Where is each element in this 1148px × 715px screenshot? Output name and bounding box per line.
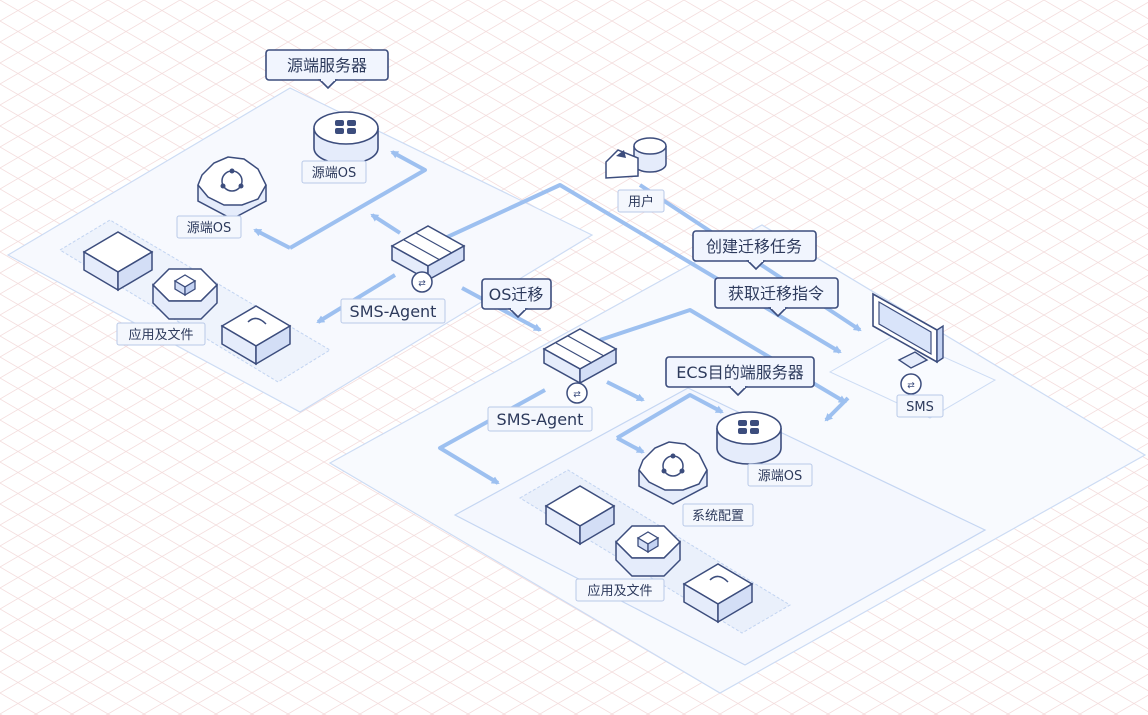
create-task-callout: 创建迁移任务 [692, 230, 817, 271]
dest-folder-icon [544, 485, 616, 546]
arrow-dst-agent-down [606, 380, 645, 402]
dst-os-tag: 源端OS [747, 463, 813, 487]
arrow-to-sys-config [616, 436, 645, 454]
source-server-label: 源端服务器 [287, 56, 367, 75]
dst-app-files-tag: 应用及文件 [575, 578, 665, 602]
os-migration-label: OS迁移 [489, 285, 544, 304]
sys-config-label: 系统配置 [692, 509, 744, 524]
ecs-target-callout: ECS目的端服务器 [665, 356, 815, 397]
sms-tag: SMS [896, 394, 944, 418]
arrow-to-src-os-left [253, 228, 291, 250]
source-file-icon [220, 305, 292, 366]
svg-text:⇄: ⇄ [418, 279, 426, 289]
dst-agent-tag: SMS-Agent [487, 406, 593, 432]
dst-os-label: 源端OS [758, 469, 803, 484]
user-tag: 用户 [617, 189, 665, 213]
svg-text:⇄: ⇄ [907, 381, 915, 391]
sms-monitor-icon: ⇄ [872, 292, 944, 395]
dest-package-icon [614, 525, 682, 577]
get-instruction-callout: 获取迁移指令 [714, 277, 839, 318]
user-icon [605, 137, 667, 179]
source-sms-agent-icon: ⇄ [390, 225, 466, 293]
dest-os-disk-icon [716, 411, 782, 465]
create-task-label: 创建迁移任务 [706, 237, 802, 256]
src-app-files-label: 应用及文件 [128, 327, 193, 343]
dest-sms-agent-icon: ⇄ [542, 328, 618, 404]
dest-file-icon [682, 563, 754, 624]
user-label: 用户 [628, 194, 654, 210]
src-os-left-tag: 源端OS [176, 215, 242, 239]
dst-app-files-label: 应用及文件 [587, 583, 652, 599]
source-folder-icon [82, 231, 154, 292]
src-agent-tag: SMS-Agent [340, 298, 446, 324]
get-instruction-label: 获取迁移指令 [728, 284, 824, 303]
ecs-target-label: ECS目的端服务器 [676, 363, 803, 382]
arrow-agent-to-os [370, 213, 402, 235]
source-package-icon [151, 268, 219, 320]
svg-text:⇄: ⇄ [573, 390, 581, 400]
os-migration-callout: OS迁移 [481, 278, 552, 319]
src-os-top-tag: 源端OS [301, 160, 367, 184]
src-app-files-tag: 应用及文件 [116, 322, 206, 346]
arrow-to-dst-os [615, 393, 724, 440]
sms-label: SMS [906, 400, 934, 415]
sys-config-tag: 系统配置 [682, 503, 754, 527]
arrow-loop-to-src-os [288, 150, 427, 250]
dst-agent-label: SMS-Agent [497, 410, 584, 429]
src-agent-label: SMS-Agent [350, 302, 437, 321]
src-os-left-label: 源端OS [187, 221, 232, 236]
source-os-disk-icon [313, 111, 379, 165]
src-os-top-label: 源端OS [312, 166, 357, 181]
source-server-callout: 源端服务器 [265, 49, 389, 90]
system-config-gear-icon [638, 441, 708, 505]
